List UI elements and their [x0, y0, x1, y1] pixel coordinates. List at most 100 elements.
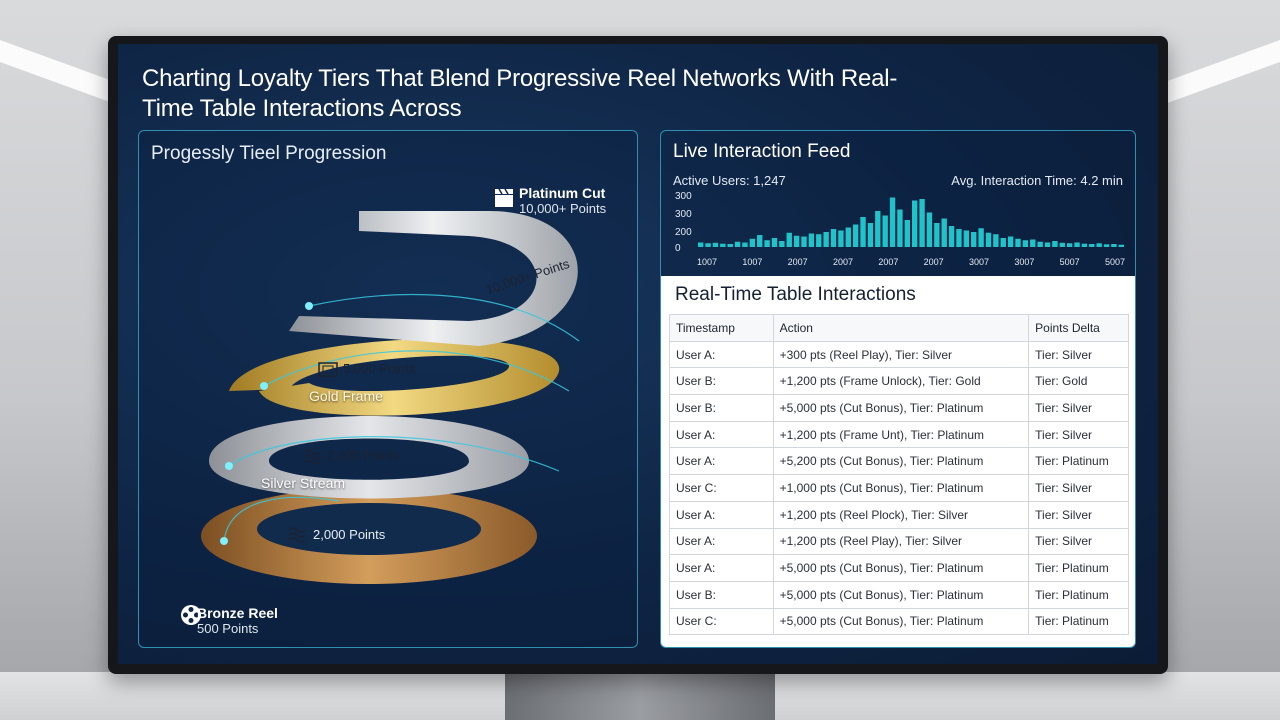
cell-timestamp: User A: — [669, 340, 774, 369]
x-tick-label: 2007 — [878, 257, 898, 267]
chart-bar — [1089, 244, 1095, 247]
cell-action: +5,000 pts (Cut Bonus), Tier: Platinum — [772, 554, 1030, 582]
cell-delta: Tier: Silver — [1028, 340, 1129, 369]
cell-action: +5,200 pts (Cut Bonus), Tier: Platinum — [772, 447, 1030, 476]
table-row[interactable]: User B:+1,200 pts (Frame Unlock), Tier: … — [669, 367, 1129, 396]
chart-bar — [956, 229, 962, 247]
cell-delta: Tier: Platinum — [1028, 554, 1129, 582]
x-tick-label: 1007 — [697, 257, 717, 267]
chart-bar — [830, 229, 837, 247]
cell-timestamp: User A: — [669, 527, 774, 556]
node-dot — [260, 382, 268, 390]
table-row[interactable]: User A:+1,200 pts (Reel Plock), Tier: Si… — [669, 500, 1129, 529]
table-interactions-panel: Real-Time Table Interactions Timestamp A… — [660, 276, 1136, 648]
cell-delta: Tier: Silver — [1028, 474, 1129, 502]
header-timestamp: Timestamp — [669, 314, 774, 342]
chart-bar — [779, 241, 785, 247]
chart-bar — [919, 199, 925, 247]
chart-bar — [838, 230, 844, 247]
table-row[interactable]: User A:+5,200 pts (Cut Bonus), Tier: Pla… — [669, 447, 1129, 476]
tier-panel-title: Progessly Tieel Progression — [151, 143, 387, 164]
chart-bar — [801, 236, 807, 247]
chart-bar — [1015, 238, 1021, 247]
chart-bar — [1007, 236, 1014, 247]
node-dot — [305, 302, 313, 310]
cell-delta: Tier: Platinum — [1028, 447, 1129, 476]
stream-waves-icon — [288, 527, 306, 543]
chart-bar — [904, 220, 910, 247]
chart-bar — [897, 209, 903, 247]
chart-bar — [934, 223, 940, 247]
cell-action: +300 pts (Reel Play), Tier: Silver — [772, 340, 1030, 369]
chart-bar — [1111, 244, 1117, 247]
clapperboard-icon — [495, 188, 513, 207]
x-tick-label: 1007 — [742, 257, 762, 267]
cell-timestamp: User A: — [669, 420, 774, 449]
cell-timestamp: User B: — [669, 580, 774, 609]
ceiling-light-right — [1160, 36, 1280, 106]
header-action: Action — [772, 314, 1030, 342]
dashboard-screen: Charting Loyalty Tiers That Blend Progre… — [118, 44, 1158, 664]
x-tick-label: 2007 — [788, 257, 808, 267]
chart-bar — [823, 232, 829, 247]
cell-timestamp: User C: — [669, 474, 774, 502]
silver-ring — [209, 416, 529, 499]
chart-bar — [978, 228, 984, 247]
chart-bar — [808, 233, 815, 247]
chart-bar — [749, 238, 756, 247]
live-feed-panel: Live Interaction Feed Active Users: 1,24… — [660, 130, 1136, 276]
cell-timestamp: User C: — [669, 607, 774, 636]
chart-bar — [845, 227, 851, 247]
chart-bar — [712, 242, 719, 247]
film-reel-icon — [181, 605, 201, 625]
table-row[interactable]: User A:+1,200 pts (Frame Unt), Tier: Pla… — [669, 420, 1129, 449]
bronze-ring-points: 2,000 Points — [313, 527, 386, 542]
header-points-delta: Points Delta — [1028, 314, 1129, 342]
cell-delta: Tier: Silver — [1028, 500, 1129, 529]
cell-action: +5,000 pts (Cut Bonus), Tier: Platinum — [772, 394, 1030, 422]
chart-bar — [771, 238, 778, 247]
silver-ring-name: Silver Stream — [261, 475, 346, 491]
connector-lines — [223, 293, 580, 542]
y-tick-label: 200 — [675, 227, 692, 238]
silver-ring-points: 2,000 Points — [327, 448, 400, 463]
chart-bar — [926, 212, 933, 247]
table-header-row: Timestamp Action Points Delta — [669, 314, 1129, 342]
table-row[interactable]: User C:+1,000 pts (Cut Bonus), Tier: Pla… — [669, 474, 1129, 502]
cell-timestamp: User B: — [669, 394, 774, 422]
chart-bar — [1052, 241, 1058, 247]
chart-bar — [889, 197, 896, 247]
chart-bar — [764, 240, 770, 247]
node-dot — [225, 462, 233, 470]
cell-delta: Tier: Gold — [1028, 367, 1129, 396]
chart-bar — [1022, 240, 1029, 247]
chart-bar — [963, 230, 970, 247]
chart-bar — [1066, 243, 1073, 247]
chart-bar — [948, 226, 955, 247]
chart-bar — [941, 218, 947, 247]
chart-bar — [1074, 242, 1080, 247]
table-row[interactable]: User B:+5,000 pts (Cut Bonus), Tier: Pla… — [669, 394, 1129, 422]
table-row[interactable]: User A:+5,000 pts (Cut Bonus), Tier: Pla… — [669, 554, 1129, 582]
chart-bar — [705, 243, 711, 247]
table-row[interactable]: User B:+5,000 pts (Cut Bonus), Tier: Pla… — [669, 580, 1129, 609]
cell-delta: Tier: Platinum — [1028, 580, 1129, 609]
chart-bar — [971, 232, 977, 247]
tier-spiral-graphic — [181, 188, 580, 625]
page-title: Charting Loyalty Tiers That Blend Progre… — [142, 65, 898, 122]
table-row[interactable]: User C:+5,000 pts (Cut Bonus), Tier: Pla… — [669, 607, 1129, 636]
gold-ring-points: 5,000 Points — [343, 361, 416, 376]
chart-bar — [867, 223, 874, 247]
x-tick-label: 2007 — [833, 257, 853, 267]
bronze-ring — [201, 488, 537, 584]
chart-bar — [1000, 238, 1006, 247]
table-row[interactable]: User A:+300 pts (Reel Play), Tier: Silve… — [669, 340, 1129, 369]
cell-action: +1,200 pts (Frame Unlock), Tier: Gold — [772, 367, 1030, 396]
cell-timestamp: User A: — [669, 554, 774, 582]
chart-bar — [875, 211, 881, 247]
x-tick-label: 3007 — [969, 257, 989, 267]
table-row[interactable]: User A:+1,200 pts (Reel Play), Tier: Sil… — [669, 527, 1129, 556]
cell-action: +1,000 pts (Cut Bonus), Tier: Platinum — [772, 474, 1030, 502]
table-title: Real-Time Table Interactions — [675, 284, 916, 305]
